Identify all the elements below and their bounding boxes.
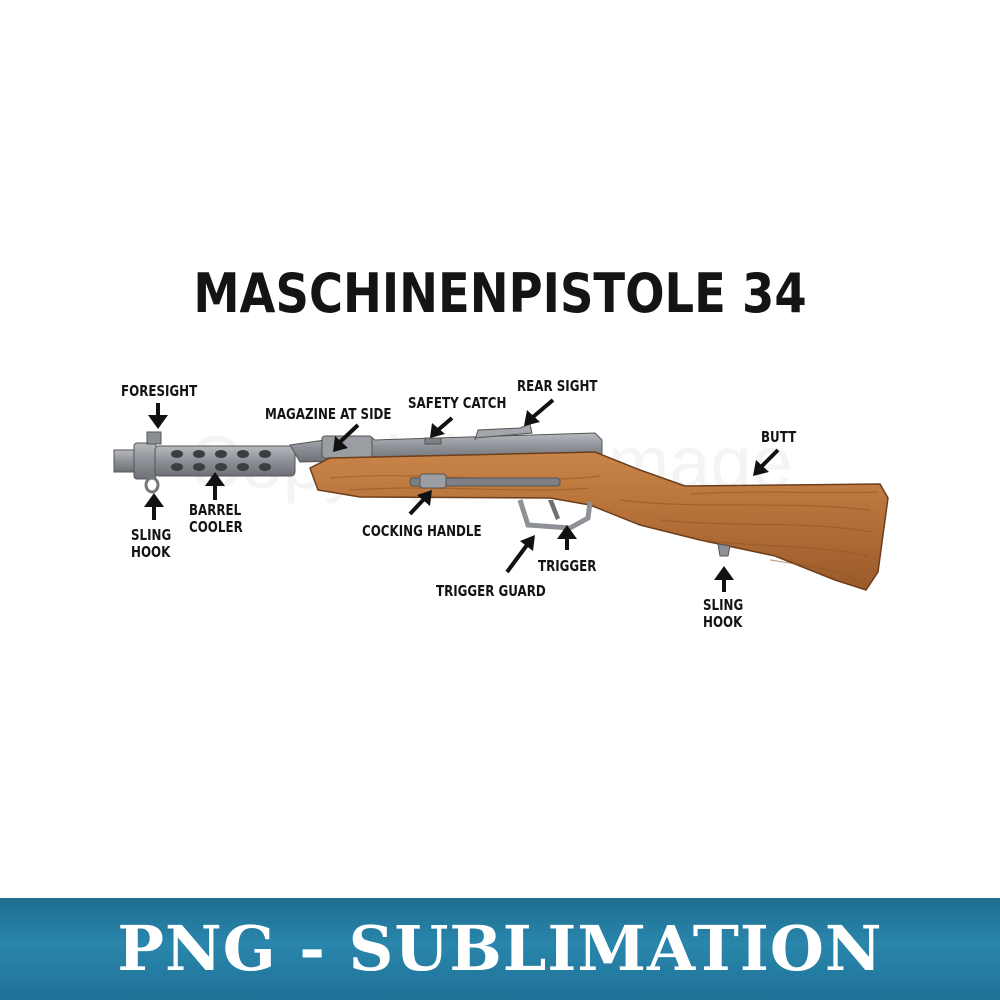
arrows: [144, 398, 780, 592]
barrel-cooler-holes: [171, 450, 271, 471]
arrow-trigger: [557, 525, 577, 550]
banner-text: PNG - SUBLIMATION: [117, 912, 883, 985]
arrow-trigger-guard: [505, 535, 535, 574]
cocking-handle: [419, 473, 447, 489]
muzzle: [113, 449, 137, 473]
label-sling-hook-rear-line1: SLING: [703, 596, 744, 614]
arrow-foresight: [148, 403, 168, 429]
foresight: [146, 431, 162, 445]
arrow-magazine: [333, 423, 360, 452]
label-barrel-cooler-line1: BARREL: [189, 501, 242, 519]
arrow-cocking-handle: [408, 490, 432, 516]
label-sling-hook-front: SLING HOOK: [131, 527, 171, 561]
arrow-sling-hook-front: [144, 493, 164, 520]
muzzle-collar: [133, 442, 157, 480]
label-sling-hook-rear: SLING HOOK: [703, 597, 743, 631]
label-trigger-guard: TRIGGER GUARD: [436, 582, 546, 600]
label-sling-hook-front-line2: HOOK: [131, 543, 171, 561]
label-barrel-cooler-line2: COOLER: [189, 518, 243, 536]
label-foresight: FORESIGHT: [121, 382, 198, 400]
page-title: MASCHINENPISTOLE 34: [193, 262, 807, 325]
label-cocking-handle: COCKING HANDLE: [362, 522, 482, 540]
trigger: [548, 500, 560, 520]
label-rear-sight: REAR SIGHT: [517, 377, 598, 395]
footer-banner: PNG - SUBLIMATION: [0, 898, 1000, 1000]
trigger-guard: [517, 499, 593, 531]
label-safety-catch: SAFETY CATCH: [408, 394, 507, 412]
label-sling-hook-front-line1: SLING: [131, 526, 172, 544]
sling-hook-rear: [717, 543, 731, 557]
safety-catch: [424, 437, 442, 445]
label-sling-hook-rear-line2: HOOK: [703, 613, 743, 631]
arrow-butt: [753, 448, 780, 476]
wooden-stock: [309, 451, 889, 591]
label-trigger: TRIGGER: [538, 557, 597, 575]
arrow-sling-hook-rear: [714, 566, 734, 592]
arrow-rear-sight: [524, 398, 555, 426]
arrow-safety-catch: [430, 416, 454, 438]
label-butt: BUTT: [761, 428, 797, 446]
magazine-housing: [321, 435, 373, 459]
label-barrel-cooler: BARREL COOLER: [189, 502, 243, 536]
label-magazine-at-side: MAGAZINE AT SIDE: [265, 405, 392, 423]
sling-hook-front: [144, 476, 160, 494]
arrow-barrel-cooler: [205, 472, 225, 500]
cocking-handle-slot: [409, 477, 561, 487]
